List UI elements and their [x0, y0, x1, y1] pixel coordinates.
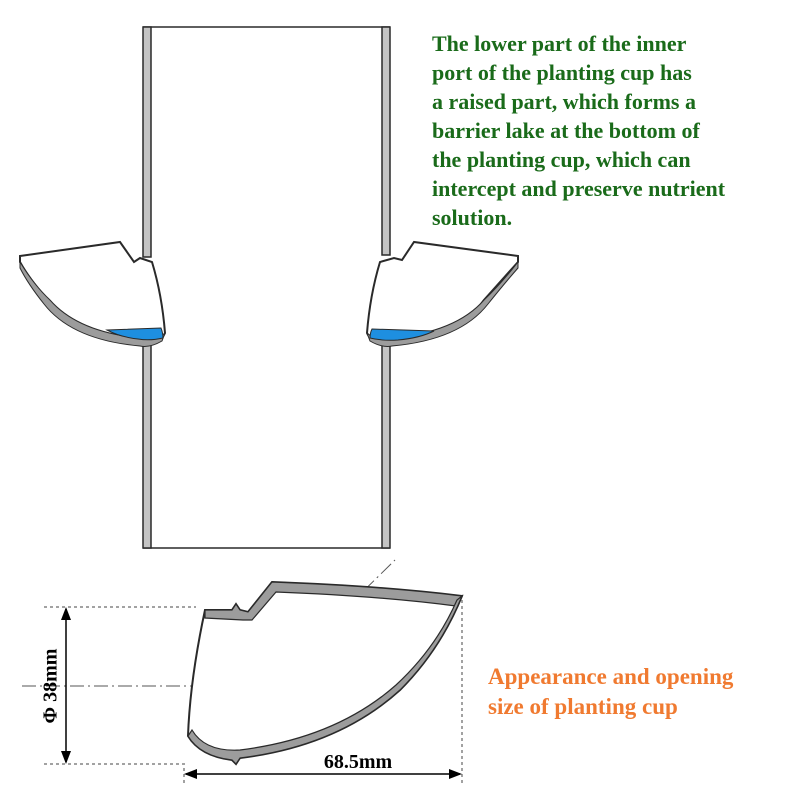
appearance-caption: Appearance and opening size of planting … [488, 662, 733, 722]
length-label: 68.5mm [324, 751, 393, 773]
description-line: The lower part of the inner [432, 31, 687, 56]
description-line: a raised part, which forms a [432, 89, 696, 114]
vertical-pipe [142, 26, 391, 549]
cup-section-drawing: Φ 38mm 68.5mm [22, 559, 464, 786]
diameter-label: Φ 38mm [40, 648, 62, 723]
caption-line: Appearance and opening [488, 664, 734, 689]
right-nutrient-solution [369, 328, 435, 341]
pipe-right-wall-lower [381, 344, 391, 549]
length-arrow-right [449, 769, 462, 779]
diameter-arrow-bottom [61, 751, 71, 764]
description-line: port of the planting cup has [432, 60, 692, 85]
left-cup-bottom-wall [19, 260, 166, 347]
left-planting-cup [19, 240, 167, 347]
pipe-left-wall-upper [142, 26, 152, 258]
description-line: barrier lake at the bottom of [432, 118, 700, 143]
diameter-arrow-top [61, 607, 71, 620]
section-cup-bottom-wall [187, 594, 464, 765]
left-nutrient-solution [105, 327, 164, 341]
description-line: intercept and preserve nutrient [432, 176, 726, 201]
description-line: solution. [432, 205, 513, 230]
right-planting-cup [365, 240, 519, 347]
barrier-lake-description: The lower part of the inner port of the … [432, 29, 725, 232]
caption-line: size of planting cup [488, 694, 678, 719]
description-line: the planting cup, which can [432, 147, 691, 172]
right-cup-bottom-wall [366, 260, 519, 347]
pipe-right-wall-upper [381, 26, 391, 256]
length-arrow-left [184, 769, 197, 779]
pipe-left-wall-lower [142, 344, 152, 549]
